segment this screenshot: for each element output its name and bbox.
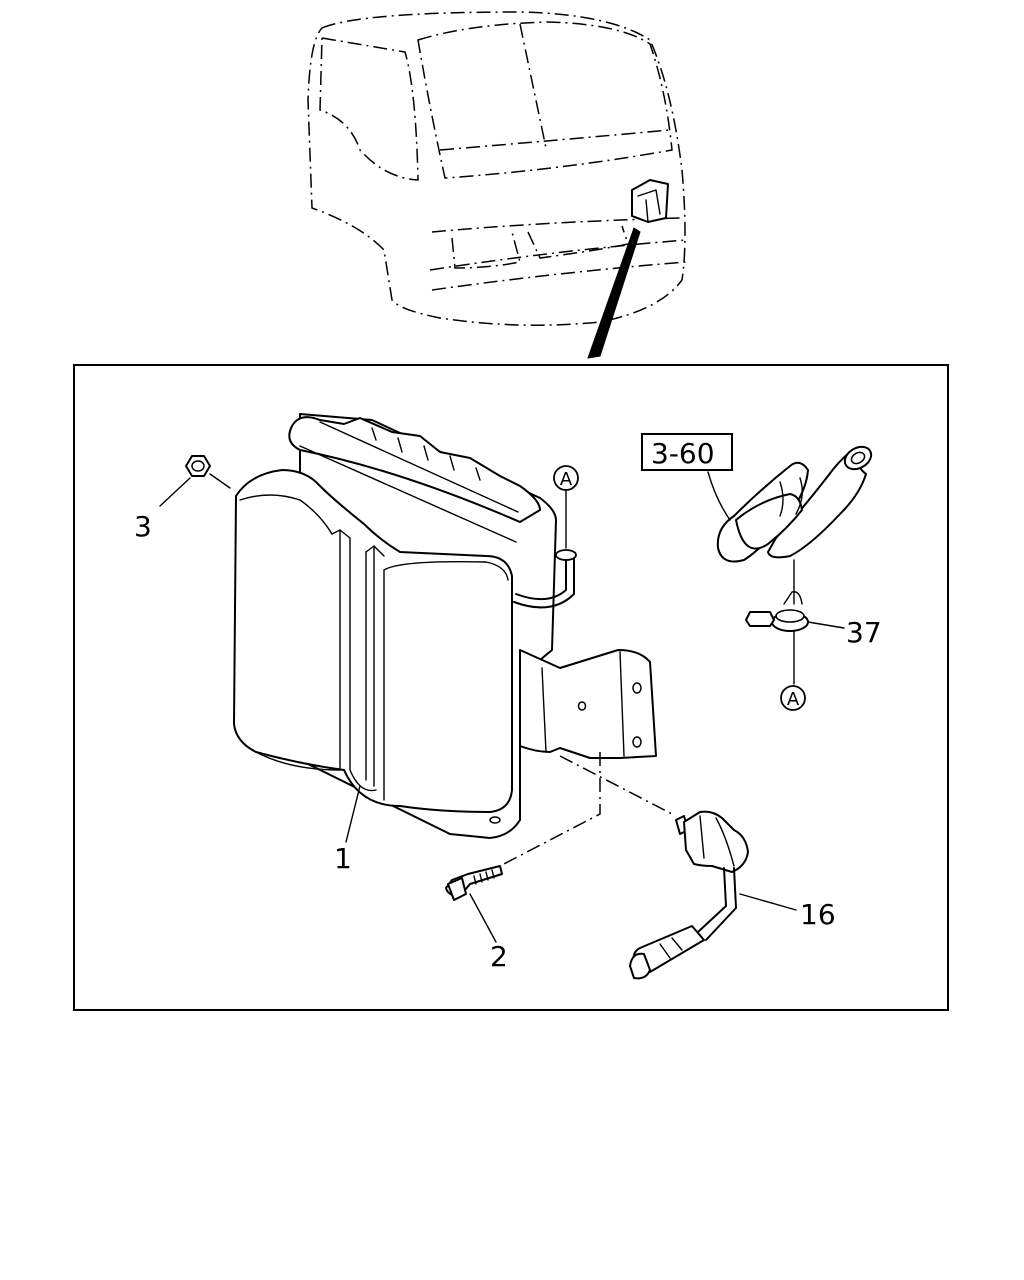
hose-icon	[716, 445, 873, 563]
callout-part-2: 2	[490, 940, 508, 973]
reservoir-tank-icon	[233, 413, 577, 839]
callout-part-37: 37	[846, 616, 882, 649]
connector-a-top: A	[553, 465, 579, 549]
nut-icon	[185, 455, 231, 489]
connector-a-bottom: A	[780, 685, 806, 711]
detail-frame	[73, 364, 949, 1011]
truck-cab-overview-icon	[307, 11, 687, 359]
mounting-bracket-icon	[519, 649, 657, 759]
connector-a-bottom-label: A	[787, 689, 800, 710]
leader-lines	[159, 471, 845, 943]
reference-box-3-60: 3-60	[641, 433, 733, 471]
callout-part-3: 3	[134, 510, 152, 543]
callout-part-16: 16	[800, 898, 836, 931]
callout-part-1: 1	[334, 842, 352, 875]
reference-box-label: 3-60	[651, 437, 715, 470]
hose-clamp-icon	[745, 559, 809, 685]
level-sensor-icon	[629, 810, 749, 980]
connector-a-top-label: A	[560, 469, 573, 490]
bolt-icon	[445, 865, 503, 901]
